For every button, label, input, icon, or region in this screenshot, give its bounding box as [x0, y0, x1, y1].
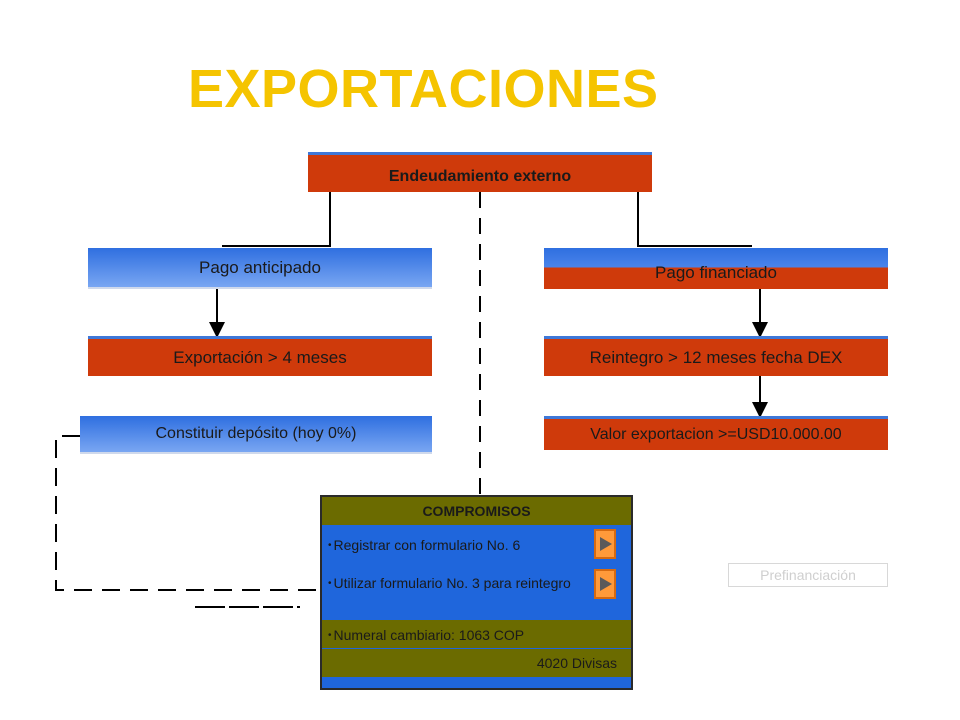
node-reintegro-12-meses: Reintegro > 12 meses fecha DEX	[544, 336, 888, 376]
compromiso-item-2: Utilizar formulario No. 3 para reintegro	[328, 574, 583, 593]
compromiso-item-1: Registrar con formulario No. 6	[328, 537, 521, 553]
dashed-left-loop	[55, 435, 320, 591]
left-branch-connector	[222, 192, 331, 247]
compromisos-header-bar	[322, 497, 631, 525]
node-exportacion-4-meses: Exportación > 4 meses	[88, 336, 432, 376]
node-valor-exportacion: Valor exportacion >=USD10.000.00	[544, 416, 888, 450]
node-pago-financiado-label: Pago financiado	[655, 262, 777, 282]
compromiso-item-4: 4020 Divisas	[536, 655, 617, 671]
prefinanciacion-button[interactable]: Prefinanciación	[728, 563, 888, 587]
play-icon	[600, 537, 612, 551]
play-button-2[interactable]	[594, 569, 616, 599]
compromiso-item-1-text: Registrar con formulario No. 6	[333, 537, 521, 553]
play-button-1[interactable]	[594, 529, 616, 559]
compromiso-item-3-text: Numeral cambiario: 1063 COP	[333, 627, 525, 643]
compromiso-item-3: Numeral cambiario: 1063 COP	[328, 627, 525, 643]
right-branch-connector	[637, 192, 752, 247]
root-node-label: Endeudamiento externo	[388, 168, 572, 185]
node-pago-anticipado: Pago anticipado	[88, 248, 432, 289]
node-valor-label: Valor exportacion >=USD10.000.00	[590, 425, 842, 443]
node-pago-financiado: Pago financiado	[544, 248, 888, 289]
node-pago-anticipado-label: Pago anticipado	[199, 257, 321, 277]
node-constituir-label: Constituir depósito (hoy 0%)	[155, 425, 357, 442]
compromisos-header: COMPROMISOS	[422, 503, 531, 519]
compromisos-olive-row-2	[322, 649, 631, 677]
compromisos-panel: COMPROMISOS Registrar con formulario No.…	[320, 495, 633, 690]
page-title: EXPORTACIONES	[188, 59, 659, 119]
root-node-endeudamiento: Endeudamiento externo	[308, 152, 652, 192]
node-exportacion-label: Exportación > 4 meses	[173, 347, 347, 367]
node-reintegro-label: Reintegro > 12 meses fecha DEX	[589, 347, 843, 367]
play-icon	[600, 577, 612, 591]
node-constituir-deposito: Constituir depósito (hoy 0%)	[80, 416, 432, 454]
compromiso-item-2-text: Utilizar formulario No. 3 para reintegro	[333, 575, 571, 591]
prefinanciacion-label: Prefinanciación	[760, 567, 856, 583]
